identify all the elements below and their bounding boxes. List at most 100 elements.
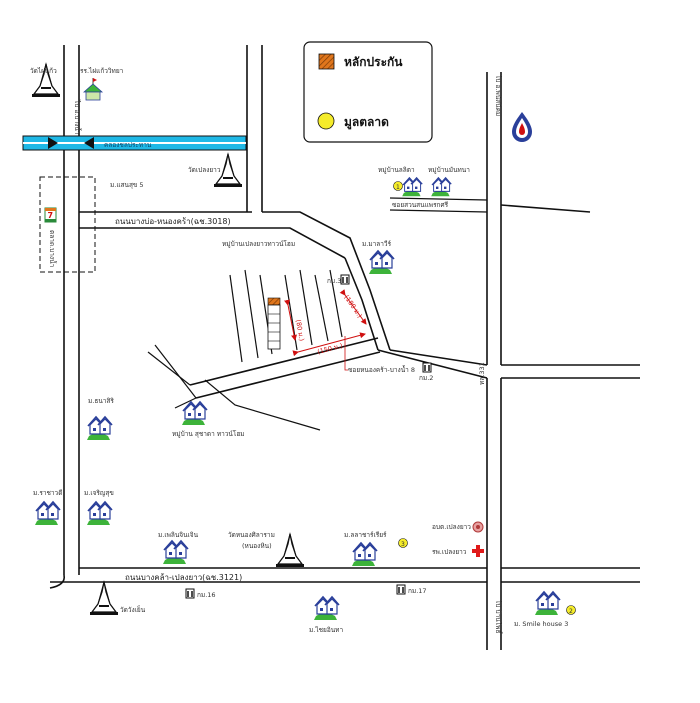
house-icon [351,542,378,567]
legend-parcel-label: หลักประกัน [344,55,403,69]
km17-label: กม.17 [408,587,427,595]
milestone-icon [396,584,406,595]
house-icon [86,501,113,526]
road-network [22,45,640,650]
school-icon [82,78,104,101]
village-suchada-label: หมู่บ้าน สุชาดา ทาวน์โฮม [172,430,245,438]
milestone-icon [422,362,432,373]
house-icon [430,177,452,197]
village-kanasiri-label: ม.ธนาสิริ [88,397,114,405]
km2-label: กม.2 [419,374,433,382]
house-icon [162,540,189,565]
lane-7 [329,269,343,338]
road-label-right-top: ไป อ.พนัสนิคม [494,74,502,116]
parcel-swatch-icon [318,53,335,70]
wat-bottom-left-label: วัดวังเย็น [120,605,146,614]
road-sub-lower [195,351,381,399]
school-label: รร.ไผ่แก้ววิทยา [80,67,124,75]
distance-arrow-2 [339,289,367,325]
km16-label: กม.16 [197,591,216,599]
lane-1 [229,274,243,363]
house-icon [534,591,561,616]
house-icon [34,501,61,526]
village-rachawadee-label: ม.ราชาวดี [33,489,62,497]
legend-market-label: มูลตลาด [344,115,389,130]
market-area-dashed [39,176,96,273]
moo-saeng-label: ม.แสนสุข 5 [110,181,144,189]
canal-arrow-left-icon [48,137,58,149]
village-main-label: หมู่บ้านเปลงยาวทาวน์โฮม [222,240,295,248]
parcel-row [267,304,281,350]
wat-nongsila-label: วัดหนองศิลาราม [228,531,275,539]
market-marker-2-label: 2 [569,608,573,615]
road-label-left-lower: ตลาด.บางน้ำ [48,230,57,268]
road-label-soi-upper: ซอยสวนสนแพรกศรี [392,201,449,209]
wat-nongsila-pagoda-icon [275,533,305,568]
road-main-north-diag-upper [262,211,391,351]
road-left-curve [49,574,66,589]
village-smile-label: ม. Smile house 3 [514,620,568,628]
distance-label-2: (80 ม.) [294,319,306,342]
legend: หลักประกัน มูลตลาด [303,41,433,143]
milestone-icon [185,588,195,599]
legend-box [303,41,433,143]
road-soi-upper-south [389,209,488,213]
market-marker-3-label: 3 [401,541,405,548]
village-charoenchoen-label: ม.เพลินจินเจิน [158,531,199,539]
road-label-north: ถนนบางบ่อ-หนองคร้า(ฉช.3018) [115,217,231,226]
office-label: อบต.เปลงยาว [432,523,471,531]
hospital-label: รพ.เปลงยาว [432,548,467,556]
road-west-diag-upper [147,351,191,386]
gas-station-icon [512,112,532,142]
house-icon [401,177,423,197]
road-label-331: ทล.331 [478,362,486,385]
house-icon [313,596,340,621]
canal-label: คลองชลประทาน [104,141,152,149]
lane-2 [244,269,259,359]
house-icon [368,250,395,275]
road-west-branch [174,397,197,409]
canal-arrow-right-icon [84,137,94,149]
road-soi8-north-edge [389,349,488,366]
lane-6 [314,274,329,342]
market-marker-2 [566,605,576,615]
road-curve-south [204,379,321,431]
soi-callout-line [344,336,348,371]
road-sub-upper [189,337,379,386]
village-luxury-label: ม.ลลาชาร์เรียร์ [344,531,387,539]
collateral-parcel [267,297,281,350]
market-swatch-icon [317,112,335,130]
distance-label-3: (150 ม.) [316,341,343,355]
parcel-hatched [267,297,281,306]
market-marker-1 [393,181,403,191]
house-icon [181,401,208,426]
house-icon [86,416,113,441]
wat-bottom-left-pagoda-icon [89,581,119,616]
km3-label: กม.3 [327,277,341,285]
road-label-south: ถนนบางคล้า-เปลงยาว(ฉช.3121) [125,573,242,582]
market-marker-1-label: 1 [396,184,400,191]
village-lalita-label: หมู่บ้านลลิตา [378,166,415,174]
village-charoensuk-label: ม.เจริญสุข [84,489,114,497]
wat-plaeng-label: วัดเปลงยาว [188,166,221,174]
village-maka-label: ม.มาลาวีร์ [362,240,392,248]
wat-top-left-label: วัดไผ่แก้ว [30,67,57,75]
village-mantana-label: หมู่บ้านมันทนา [428,166,470,174]
road-main-north-lower-edge [79,227,346,259]
road-west-diag-lower [154,344,197,399]
market-marker-3 [398,538,408,548]
village-chaiyo-label: ม.ไชยอินทา [309,626,343,634]
wat-nongsila-sub-label: (หนองหิน) [242,542,272,550]
road-soi8-south-edge [377,349,488,379]
distance-arrow-3 [292,332,366,357]
seven-eleven-icon: 7 [44,207,57,223]
hospital-cross-icon [472,545,484,557]
road-soi-upper-north [389,197,488,201]
office-icon [472,521,484,533]
road-label-right-bottom: ไป บ้านโพธิ์ [494,599,503,635]
distance-arrow-1 [284,299,297,341]
milestone-icon [340,274,350,285]
svg-text:7: 7 [48,211,54,220]
road-label-left: ไป อ.บางน้ำ [73,99,82,135]
